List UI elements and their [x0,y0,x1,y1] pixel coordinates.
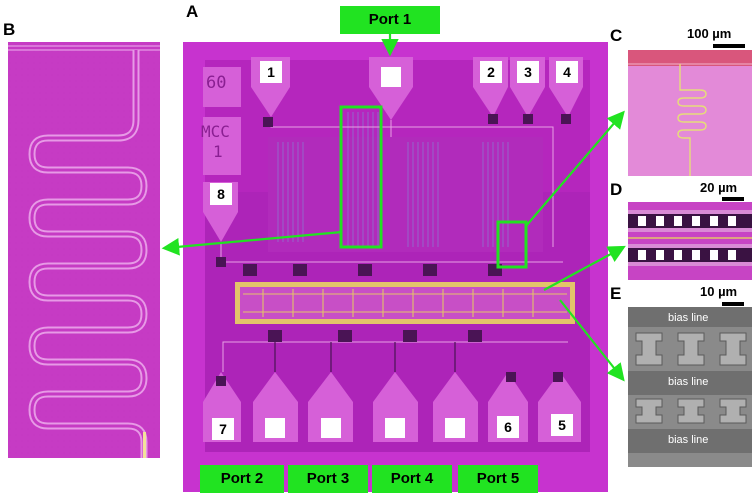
panel-c-image [628,50,752,176]
scale-bar-c-label: 100 µm [687,26,732,41]
scale-bar-d-label: 20 µm [700,180,738,195]
arrow-to-c [525,110,625,227]
pad-number-8: 8 [210,183,232,205]
chip-name-line1: MCC [201,122,230,141]
scale-bar-e [722,302,744,306]
panel-label-b: B [3,20,16,39]
arrow-to-d [543,245,626,291]
pad-number-7: 7 [212,418,234,440]
bias-line-label-3: bias line [668,434,709,446]
arrow-to-e [559,299,625,382]
panel-label-e: E [610,284,622,303]
bias-line-label-1: bias line [668,312,709,324]
panel-b-image [8,42,160,458]
bias-line-label-2: bias line [668,376,709,388]
scale-bar-d [722,197,744,201]
panel-label-a: A [186,2,199,21]
port-4-label: Port 4 [372,465,452,493]
port-2-label: Port 2 [200,465,284,493]
port-3-label: Port 3 [288,465,368,493]
scale-bar-e-label: 10 µm [700,284,738,299]
panel-a-chip-image [183,42,608,492]
panel-e-sem-image [628,307,752,467]
scale-bar-c [713,44,745,48]
panel-label-d: D [610,180,623,199]
pad-number-1: 1 [260,61,282,83]
panel-label-c: C [610,26,623,45]
pad-number-4: 4 [556,61,578,83]
arrow-to-b [161,230,343,256]
port-1-label: Port 1 [340,6,440,34]
port-5-label: Port 5 [458,465,538,493]
panel-d-image [628,202,752,280]
pad-number-3: 3 [517,61,539,83]
pad-number-5: 5 [551,414,573,436]
chip-id-mark: 60 [206,73,227,93]
chip-name-line2: 1 [213,142,223,161]
pad-number-2: 2 [480,61,502,83]
pad-number-6: 6 [497,416,519,438]
